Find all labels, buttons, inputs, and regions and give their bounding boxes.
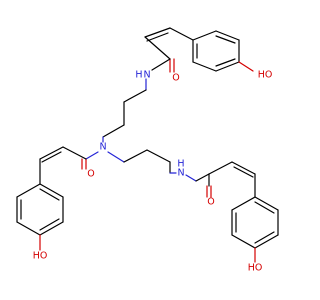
bond [146, 32, 169, 42]
bond [254, 234, 279, 249]
bond [215, 61, 240, 72]
nitrogen-label: N [177, 168, 184, 179]
bond [16, 183, 41, 198]
bond [41, 151, 62, 163]
bond [238, 61, 254, 72]
oxygen-label: O [87, 169, 94, 180]
left-branch [16, 146, 99, 251]
oxygen-label: O [207, 197, 214, 208]
bond [185, 174, 197, 182]
hydroxyl-label: HO [248, 263, 263, 274]
nitrogen-label: N [99, 142, 106, 153]
bond [39, 218, 60, 231]
bond [144, 27, 171, 38]
bond [146, 149, 171, 163]
bond [85, 151, 99, 160]
bond [62, 146, 87, 160]
bond [39, 183, 64, 198]
bond [192, 61, 217, 72]
bond [39, 146, 64, 160]
oxygen-label: O [172, 73, 179, 84]
bond [192, 30, 217, 41]
atom-labels: N H O HO N O HO N H O HO [33, 70, 273, 274]
bond [107, 151, 125, 163]
butyl-chain [102, 78, 147, 143]
bond [169, 27, 194, 41]
hydrogen-label: H [177, 159, 184, 170]
hydroxyl-label: HO [33, 251, 48, 262]
bond [39, 188, 60, 201]
bond [215, 35, 236, 44]
bond [231, 234, 256, 249]
bond [231, 161, 256, 175]
molecule-diagram: N H O HO N O HO N H O HO [16, 27, 279, 274]
bond [39, 221, 64, 236]
hydroxyl-label: HO [258, 70, 273, 81]
bond [195, 173, 210, 182]
bond [16, 221, 41, 236]
bond [208, 161, 233, 175]
bond [102, 124, 125, 138]
bond [151, 58, 171, 71]
hydrogen-label: H [135, 70, 142, 81]
right-branch [185, 161, 279, 263]
bond [123, 89, 147, 103]
top-branch [144, 27, 254, 73]
nitrogen-label: N [143, 70, 150, 81]
bond [233, 166, 254, 178]
bond [123, 149, 148, 163]
bond [215, 58, 236, 67]
bond [254, 231, 275, 244]
bond [144, 36, 171, 60]
propyl-chain [107, 149, 177, 174]
bond [215, 30, 240, 41]
bond [254, 201, 275, 214]
bond [231, 196, 256, 211]
bond [254, 196, 279, 211]
